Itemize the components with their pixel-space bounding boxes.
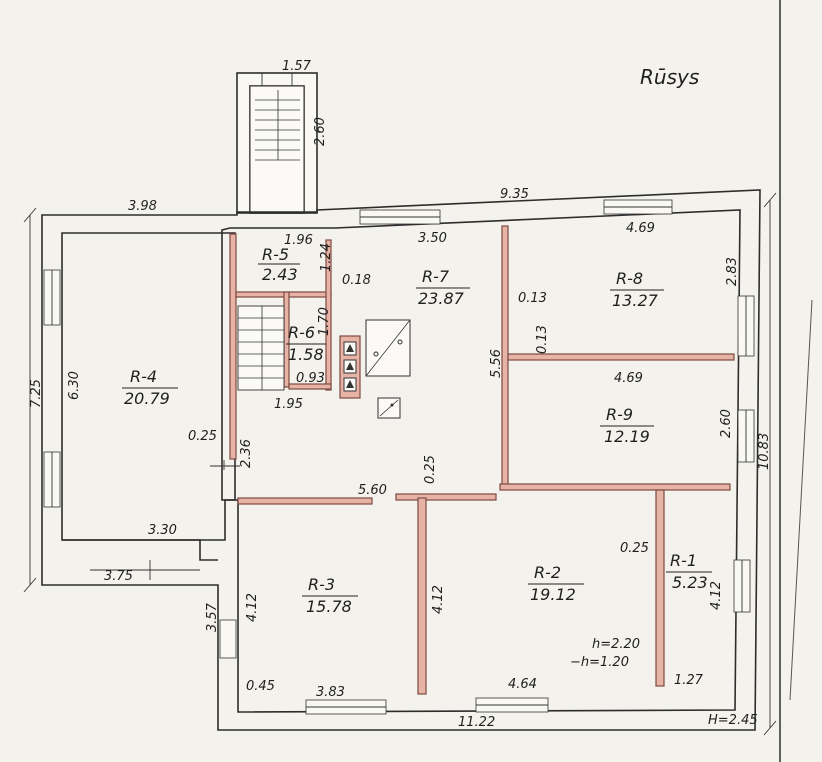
room-r7: R-7 23.87 xyxy=(416,267,470,308)
dim-r5-height: 1.24 xyxy=(319,243,334,272)
dim-wall-025b: 0.25 xyxy=(423,455,438,484)
room-r6-name: R-6 xyxy=(288,323,315,342)
room-r8: R-8 13.27 xyxy=(610,269,664,310)
plan-height-note: H=2.45 xyxy=(708,713,758,728)
dimension-lines xyxy=(23,192,777,736)
dim-r5-width: 1.96 xyxy=(284,233,313,248)
room-r8-name: R-8 xyxy=(616,269,643,288)
dim-wall-045: 0.45 xyxy=(246,679,275,694)
room-labels: R-4 20.79 R-5 2.43 R-6 1.58 R-7 23.87 R-… xyxy=(122,245,712,670)
room-r2: R-2 19.12 xyxy=(528,563,584,604)
room-r5: R-5 2.43 xyxy=(258,245,300,284)
room-r4: R-4 20.79 xyxy=(122,367,178,408)
dim-right-total: 10.83 xyxy=(757,433,772,470)
partitions xyxy=(229,225,735,695)
dim-left-top: 3.98 xyxy=(128,199,157,214)
room-r9-name: R-9 xyxy=(606,405,633,424)
dim-wall-025a: 0.25 xyxy=(188,429,217,444)
room-r1-name: R-1 xyxy=(670,551,697,570)
dim-bottom-total: 11.22 xyxy=(458,715,495,730)
interior-stair xyxy=(237,305,285,391)
dim-stair-width: 1.57 xyxy=(282,59,312,74)
room-r6: R-6 1.58 xyxy=(286,323,326,364)
dim-r3-bottom: 3.83 xyxy=(316,685,345,700)
outer-walls xyxy=(41,189,761,731)
dim-r3-outer: 3.57 xyxy=(205,602,220,632)
dim-r7-top: 3.50 xyxy=(418,231,447,246)
dim-r9-right: 2.60 xyxy=(719,409,734,438)
dim-wall-013a: 0.13 xyxy=(518,291,547,306)
dim-r8-right: 2.83 xyxy=(725,257,740,286)
dim-stair-length: 2.60 xyxy=(313,117,328,146)
stove-icon xyxy=(365,319,411,377)
room-r2-area: 19.12 xyxy=(530,585,576,604)
dim-r4-bottom-inner: 3.30 xyxy=(148,523,177,538)
room-r5-area: 2.43 xyxy=(262,265,298,284)
dim-wall-025c: 0.25 xyxy=(620,541,649,556)
dim-r6-width: 0.93 xyxy=(296,371,325,386)
room-r4-name: R-4 xyxy=(130,367,157,386)
room-r7-area: 23.87 xyxy=(418,289,465,308)
stair-tower xyxy=(236,72,318,214)
dim-r2-left: 4.12 xyxy=(431,585,446,614)
dim-r7-height: 5.56 xyxy=(489,349,504,378)
dim-r2-bottom: 4.64 xyxy=(508,677,537,692)
room-r6-area: 1.58 xyxy=(288,345,324,364)
dim-r1-height: 4.12 xyxy=(709,581,724,610)
sink-icon xyxy=(377,397,401,419)
dim-wall-013b: 0.13 xyxy=(535,325,550,354)
dim-top-total: 9.35 xyxy=(500,187,529,202)
plan-title: Rūsys xyxy=(640,65,699,89)
dim-wall-018: 0.18 xyxy=(342,273,371,288)
room-r2-low-height: −h=1.20 xyxy=(570,655,629,670)
room-r5-name: R-5 xyxy=(262,245,289,264)
room-r2-name: R-2 xyxy=(534,563,561,582)
dim-r6-height: 1.70 xyxy=(317,307,332,336)
paper-edge-line xyxy=(789,299,813,701)
room-r1: R-1 5.23 xyxy=(666,551,712,592)
dim-r4-bottom-outer: 3.75 xyxy=(104,569,133,584)
dim-r9-top: 4.69 xyxy=(614,371,643,386)
room-r9-area: 12.19 xyxy=(604,427,650,446)
room-r9: R-9 12.19 xyxy=(600,405,654,446)
room-r4-area: 20.79 xyxy=(124,389,170,408)
room-r8-area: 13.27 xyxy=(612,291,659,310)
room-r2-height: h=2.20 xyxy=(592,637,640,652)
dim-r4-outer: 7.25 xyxy=(29,379,44,408)
dimension-labels: 1.57 2.60 3.98 9.35 1.96 3.50 4.69 2.83 … xyxy=(29,59,772,730)
windows xyxy=(43,199,755,715)
dim-r6-bottom: 1.95 xyxy=(274,397,303,412)
room-r3-area: 15.78 xyxy=(306,597,352,616)
dim-r4-inner: 6.30 xyxy=(67,371,82,400)
dim-r1-bottom: 1.27 xyxy=(674,673,704,688)
dim-r7-left: 2.36 xyxy=(239,439,254,468)
room-r1-area: 5.23 xyxy=(672,573,708,592)
dim-r3-height: 4.12 xyxy=(245,593,260,622)
room-r3: R-3 15.78 xyxy=(302,575,358,616)
room-r3-name: R-3 xyxy=(308,575,335,594)
chimney-block xyxy=(339,335,361,399)
dim-r8-top: 4.69 xyxy=(626,221,655,236)
dim-mid-width: 5.60 xyxy=(358,483,387,498)
room-r7-name: R-7 xyxy=(422,267,450,286)
